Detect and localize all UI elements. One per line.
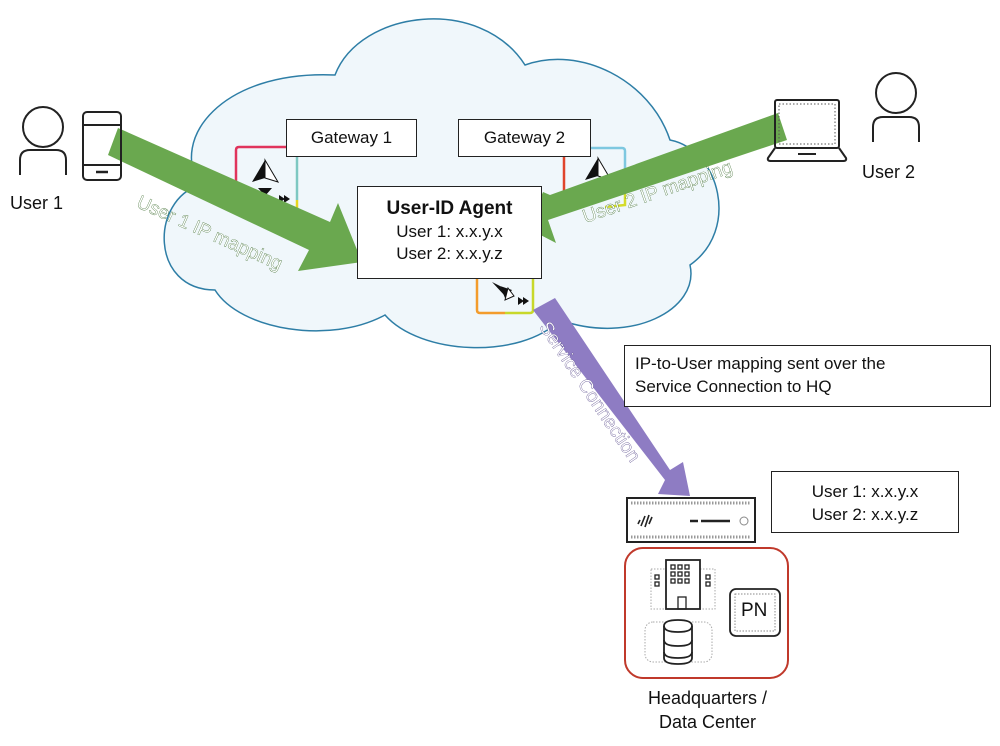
agent-firewall-icon	[475, 275, 535, 315]
database-icon	[644, 619, 713, 665]
hq-mapping-user-2: User 2: x.x.y.z	[811, 505, 919, 524]
user-1-person-icon	[19, 106, 67, 175]
user-2-label: User 2	[862, 162, 916, 182]
building-icon	[650, 559, 716, 610]
mapping-note-box: IP-to-User mapping sent over the Service…	[624, 345, 991, 407]
user-id-agent-title: User-ID Agent	[386, 198, 513, 219]
gateway-1-box: Gateway 1	[286, 119, 417, 157]
service-connection-arrow	[533, 298, 690, 496]
agent-mapping-user-1: User 1: x.x.y.x	[396, 222, 503, 241]
user-2-mapping-arrow	[527, 113, 787, 243]
hq-mapping-box: User 1: x.x.y.x User 2: x.x.y.z	[771, 471, 959, 533]
note-line-1: IP-to-User mapping sent over the	[635, 354, 886, 373]
user-1-label: User 1	[10, 193, 64, 213]
pn-chip-icon	[729, 588, 781, 637]
laptop-icon	[766, 99, 848, 162]
gateway-2-label: Gateway 2	[483, 128, 566, 147]
user-2-person-icon	[873, 73, 920, 142]
note-line-2: Service Connection to HQ	[635, 377, 832, 396]
agent-mapping-user-2: User 2: x.x.y.z	[396, 244, 503, 263]
pn-badge-label: PN	[741, 600, 768, 621]
hq-mapping-user-1: User 1: x.x.y.x	[811, 482, 919, 501]
mobile-phone-icon	[82, 111, 122, 181]
hq-firewall-appliance-icon	[626, 497, 756, 543]
gateway-2-box: Gateway 2	[458, 119, 591, 157]
hq-label-line-2: Data Center	[658, 712, 757, 732]
user-id-agent-box: User-ID Agent User 1: x.x.y.x User 2: x.…	[357, 186, 542, 279]
user-1-mapping-arrow	[108, 128, 362, 271]
hq-label-line-1: Headquarters /	[647, 688, 768, 708]
gateway-1-label: Gateway 1	[310, 128, 393, 147]
hq-label: Headquarters / Data Center	[620, 686, 795, 734]
